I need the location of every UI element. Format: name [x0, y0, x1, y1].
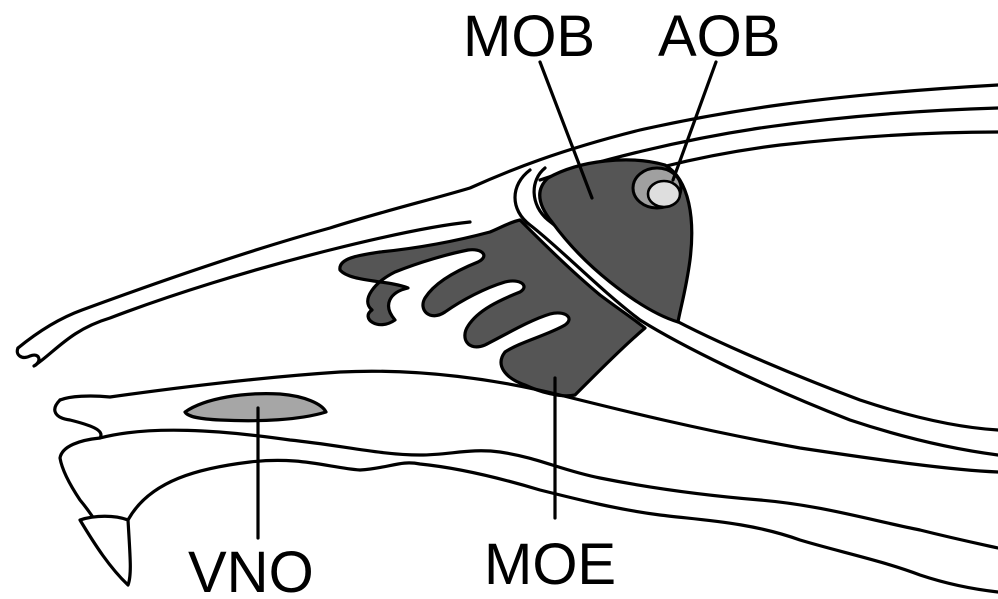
aob-inner [648, 181, 680, 207]
aob-label: AOB [658, 4, 781, 69]
moe-label: MOE [484, 532, 616, 597]
nasal-tip-outline [17, 222, 470, 366]
vno-region [185, 394, 326, 421]
vno-label: VNO [188, 540, 314, 599]
maxilla-outline [100, 430, 998, 548]
palate-lower-outline [55, 400, 101, 528]
incisor-tooth [80, 516, 130, 585]
mob-label: MOB [463, 4, 595, 69]
